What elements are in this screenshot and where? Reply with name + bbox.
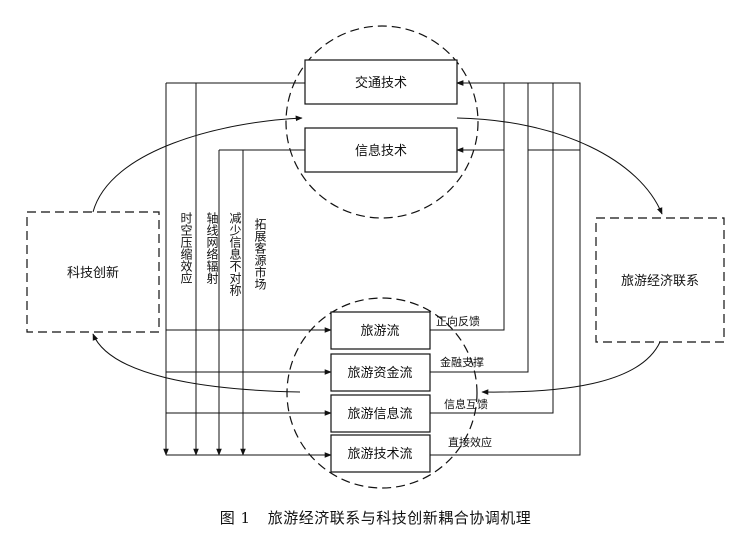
link-label-direct-effect: 直接效应 [448, 435, 492, 449]
upper-dashed-circle [285, 25, 479, 219]
tech-flow-label: 旅游技术流 [347, 447, 412, 462]
info-tech-box [304, 127, 458, 173]
outer-curves [92, 115, 663, 395]
tourist-flow-label: 旅游流 [360, 324, 399, 339]
figure-number: 图 1 [219, 509, 251, 527]
right-feedback-lines [430, 80, 581, 456]
figure-title: 旅游经济联系与科技创新耦合协调机理 [267, 509, 532, 527]
mechanism-label-2: 轴线网络辐射 [205, 211, 219, 285]
tourist-flow-box [330, 311, 431, 350]
link-label-info-feedback: 信息互馈 [444, 397, 488, 411]
info-flow-label: 旅游信息流 [347, 406, 412, 422]
mechanism-label-3: 减少信息不对称 [228, 212, 242, 296]
tourism-econ-label: 旅游经济联系 [621, 274, 699, 289]
left-connector-lines [163, 82, 305, 456]
link-label-financial-support: 金融支撑 [440, 355, 484, 369]
mechanism-label-1: 时空压缩效应 [179, 212, 193, 284]
info-tech-label: 信息技术 [355, 143, 407, 159]
flow-input-lines [166, 327, 332, 458]
tech-flow-box [330, 434, 431, 473]
capital-flow-label: 旅游资金流 [347, 365, 412, 381]
capital-flow-box [330, 353, 431, 392]
lower-dashed-circle [286, 297, 478, 489]
traffic-tech-label: 交通技术 [355, 75, 407, 91]
figure-caption: 图 1 旅游经济联系与科技创新耦合协调机理 [0, 507, 751, 528]
link-label-positive-feedback: 正向反馈 [436, 314, 480, 328]
sci-innovation-label: 科技创新 [67, 265, 119, 281]
mechanism-label-4: 拓展客源市场 [253, 218, 267, 290]
